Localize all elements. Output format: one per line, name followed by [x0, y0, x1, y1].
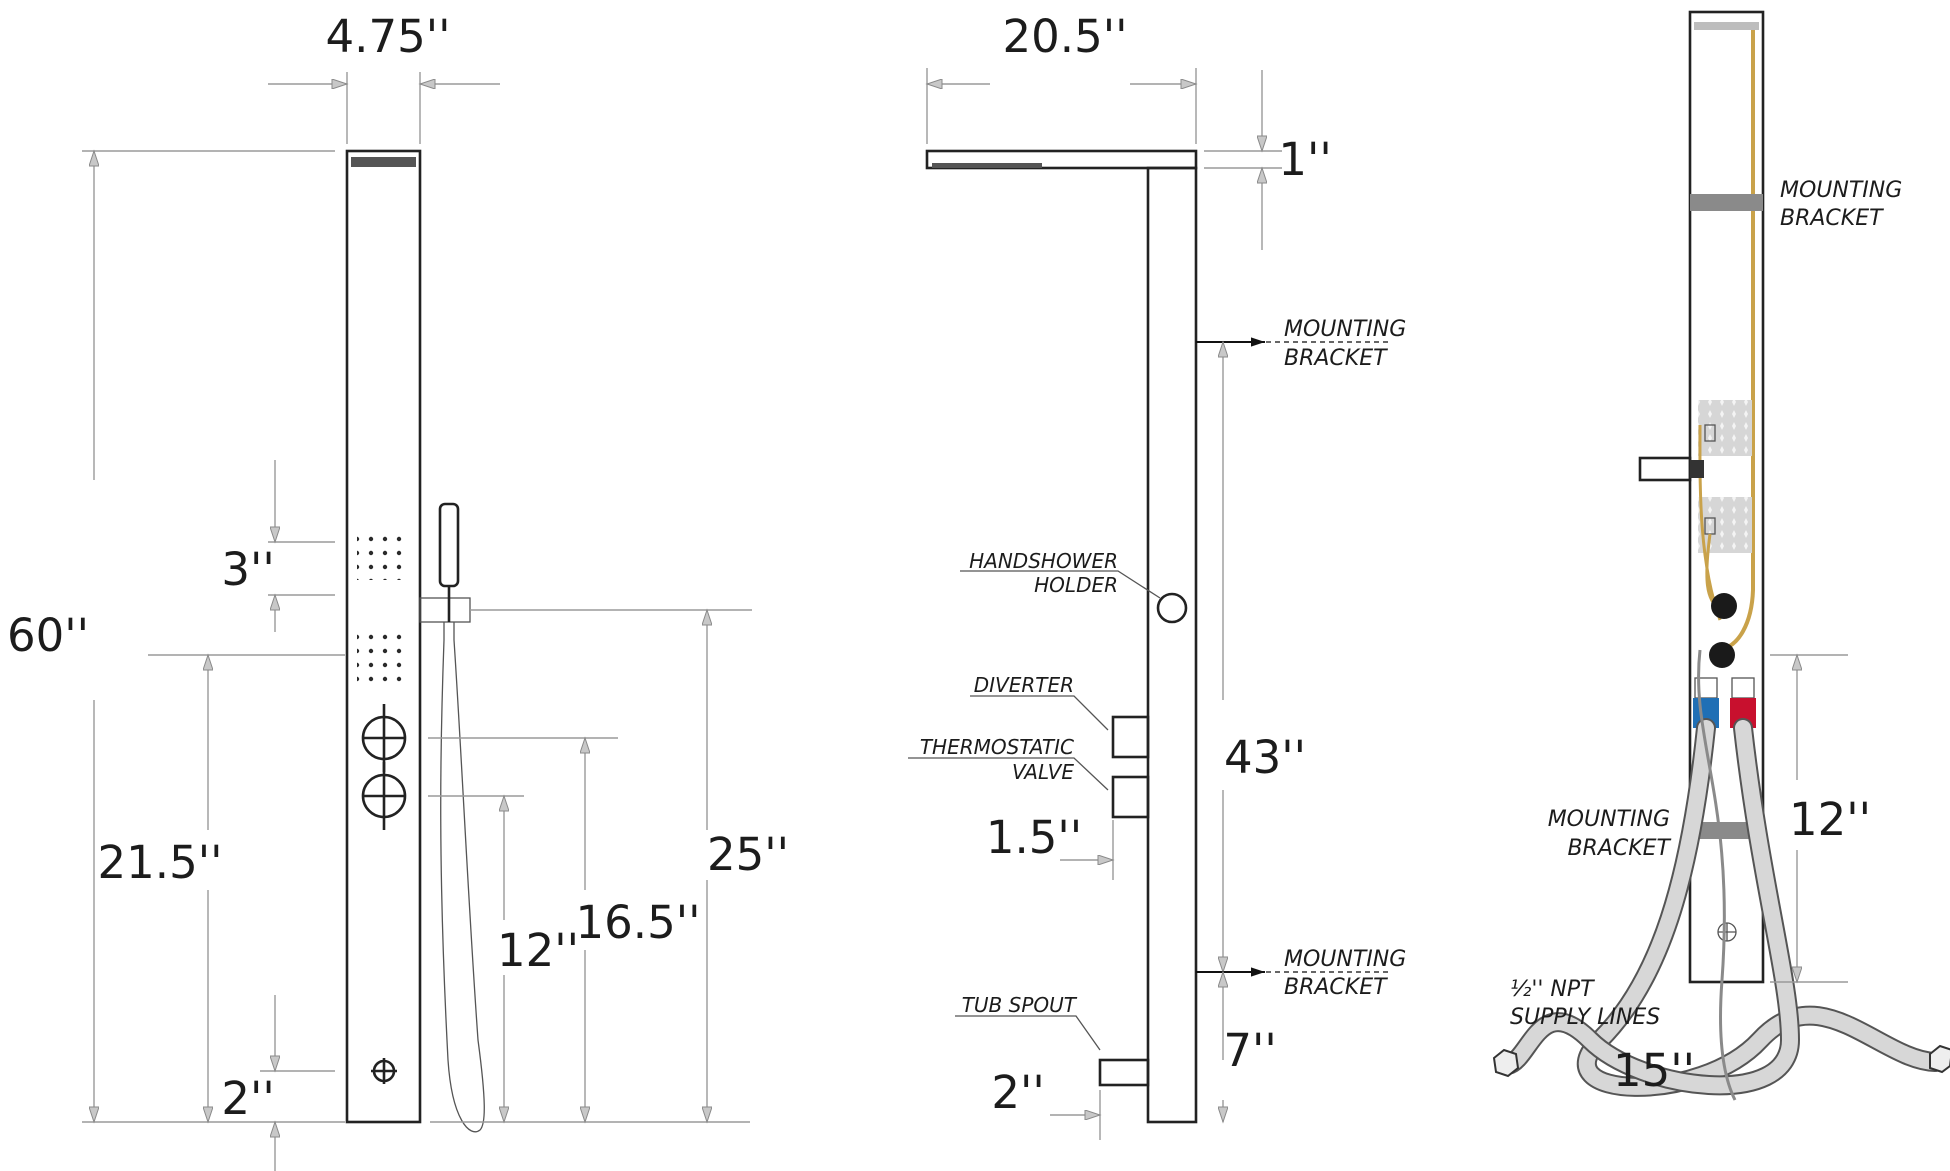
- dim-front-width: 4.75'': [326, 10, 451, 63]
- dim-spout-depth: 2'': [991, 1066, 1044, 1119]
- thermostatic-knob: [361, 762, 407, 830]
- dim-bracket-spacing: 43'': [1224, 731, 1306, 784]
- label-handshower-2: HOLDER: [1034, 573, 1118, 597]
- body-spray-top: [357, 536, 409, 580]
- rear-bracket-bottom: [1690, 822, 1763, 839]
- label-thermostatic-1: THERMOSTATIC: [920, 735, 1074, 759]
- dim-front-height: 60'': [7, 609, 89, 662]
- label-mounting-bracket-top-1: MOUNTING: [1284, 317, 1406, 342]
- side-thermostatic: [1111, 775, 1150, 819]
- rear-valve-top: [1711, 593, 1737, 619]
- rear-outlet: [1638, 456, 1692, 482]
- diverter-knob: [361, 704, 407, 772]
- dim-top-depth: 20.5'': [1003, 10, 1128, 63]
- side-handshower-holder: [1156, 592, 1188, 624]
- label-mounting-bracket-top-2: BRACKET: [1284, 346, 1388, 371]
- front-view: 4.75'' 60'' 3'' 21.5'' 2'' 25'': [7, 10, 789, 1171]
- tub-spout-knob: [371, 1058, 397, 1084]
- dim-diverter-height: 16.5'': [576, 896, 701, 949]
- side-tub-spout: [1098, 1058, 1150, 1087]
- label-handshower-1: HANDSHOWER: [969, 549, 1118, 573]
- side-view: 20.5'' 1'' MOUNTING BRACKET 43'' MOUNTIN…: [908, 10, 1406, 1140]
- label-rear-bracket-top-1: MOUNTING: [1780, 178, 1902, 203]
- rain-head-slot: [351, 157, 416, 167]
- rear-panel: [1688, 10, 1765, 984]
- dim-valve-height: 21.5'': [98, 836, 223, 889]
- body-spray-bottom: [357, 626, 409, 682]
- label-rear-bracket-bottom-2: BRACKET: [1567, 836, 1671, 861]
- rear-view: MOUNTING BRACKET MOUNTING BRACKET ½'' NP…: [1492, 10, 1950, 1101]
- label-thermostatic-2: VALVE: [1012, 760, 1074, 784]
- dim-valve-depth: 1.5'': [986, 811, 1082, 864]
- dim-top-thickness: 1'': [1278, 133, 1331, 186]
- dim-bottom-bracket-height: 7'': [1223, 1024, 1276, 1077]
- label-rear-bracket-bottom-1: MOUNTING: [1548, 807, 1670, 832]
- dim-rear-supply-spread: 15'': [1613, 1044, 1695, 1097]
- label-supply-1: ½'' NPT: [1510, 977, 1595, 1002]
- front-panel: [345, 149, 422, 1124]
- side-column: [1146, 166, 1198, 1124]
- label-tub-spout: TUB SPOUT: [962, 993, 1078, 1017]
- label-rear-bracket-top-2: BRACKET: [1780, 206, 1884, 231]
- label-mounting-bracket-bottom-1: MOUNTING: [1284, 947, 1406, 972]
- dim-holder-height: 25'': [707, 828, 789, 881]
- rear-inner-tube: [1714, 30, 1755, 652]
- supply-hoses: [1492, 718, 1950, 1097]
- label-mounting-bracket-bottom-2: BRACKET: [1284, 975, 1388, 1000]
- label-supply-2: SUPPLY LINES: [1510, 1005, 1660, 1030]
- side-top-arm: [925, 149, 1198, 170]
- rear-bracket-top: [1690, 194, 1763, 211]
- handshower: [419, 502, 485, 1133]
- dim-spray-spacing: 3'': [221, 543, 274, 596]
- dim-thermostatic-height: 12'': [497, 924, 579, 977]
- side-diverter: [1111, 715, 1150, 759]
- rear-valve-bottom: [1709, 642, 1735, 668]
- dim-rear-supply-height: 12'': [1789, 793, 1871, 846]
- label-diverter: DIVERTER: [974, 673, 1074, 697]
- dim-spout-height: 2'': [221, 1072, 274, 1125]
